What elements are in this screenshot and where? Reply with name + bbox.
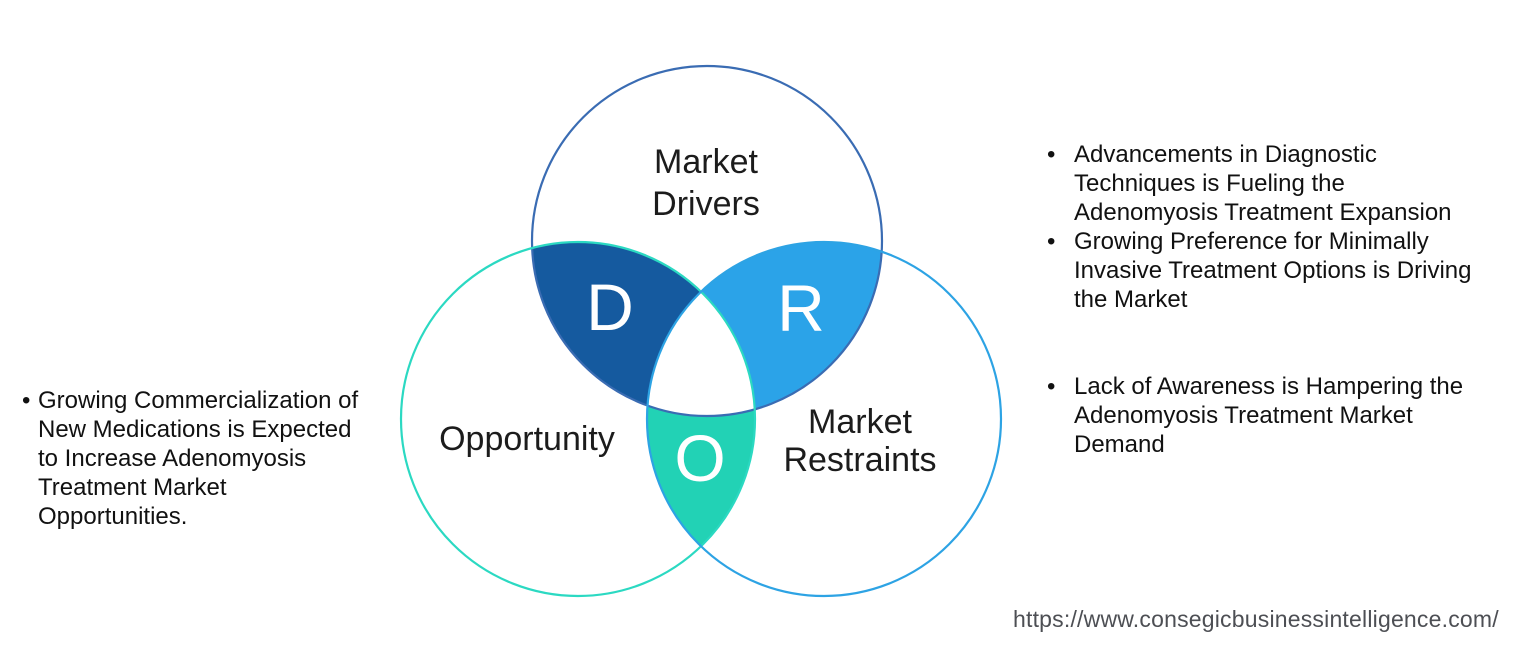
restraints-label-line2: Restraints (783, 441, 936, 479)
restraints-overlap-region (647, 242, 882, 416)
restraint-bullet-text: Lack of Awareness is Hampering the Adeno… (1074, 373, 1464, 458)
drivers-circle (530, 64, 884, 418)
opportunity-circle (399, 240, 757, 598)
drivers-label-line1: Market (654, 143, 758, 181)
drivers-overlap-region (532, 242, 755, 416)
opportunity-text-panel: • Growing Commercialization of New Medic… (20, 386, 400, 531)
bullet-icon: • (22, 387, 31, 414)
list-item: • Advancements in Diagnostic Techniques … (1036, 140, 1506, 227)
opportunity-bullet-text: Growing Commercialization of New Medicat… (38, 387, 359, 530)
letter-r: R (777, 271, 825, 345)
list-item: • Lack of Awareness is Hampering the Ade… (1036, 372, 1506, 459)
source-url: https://www.consegicbusinessintelligence… (1013, 606, 1499, 632)
letter-d: D (586, 270, 634, 344)
bullet-icon: • (1047, 141, 1056, 168)
restraints-circle (645, 240, 1003, 598)
driver-bullet-text-2: Growing Preference for Minimally Invasiv… (1074, 228, 1472, 313)
drivers-label-line2: Drivers (652, 185, 760, 223)
bullet-icon: • (1047, 373, 1056, 400)
restraints-text-panel: • Lack of Awareness is Hampering the Ade… (1036, 372, 1506, 459)
bullet-icon: • (1047, 228, 1056, 255)
list-item: • Growing Commercialization of New Medic… (20, 386, 400, 531)
list-item: • Growing Preference for Minimally Invas… (1036, 227, 1506, 314)
driver-bullet-text-1: Advancements in Diagnostic Techniques is… (1074, 141, 1452, 226)
letter-o: O (674, 421, 725, 495)
opportunity-label: Opportunity (439, 420, 615, 458)
drivers-text-panel: • Advancements in Diagnostic Techniques … (1036, 140, 1506, 314)
restraints-label-line1: Market (808, 403, 912, 441)
